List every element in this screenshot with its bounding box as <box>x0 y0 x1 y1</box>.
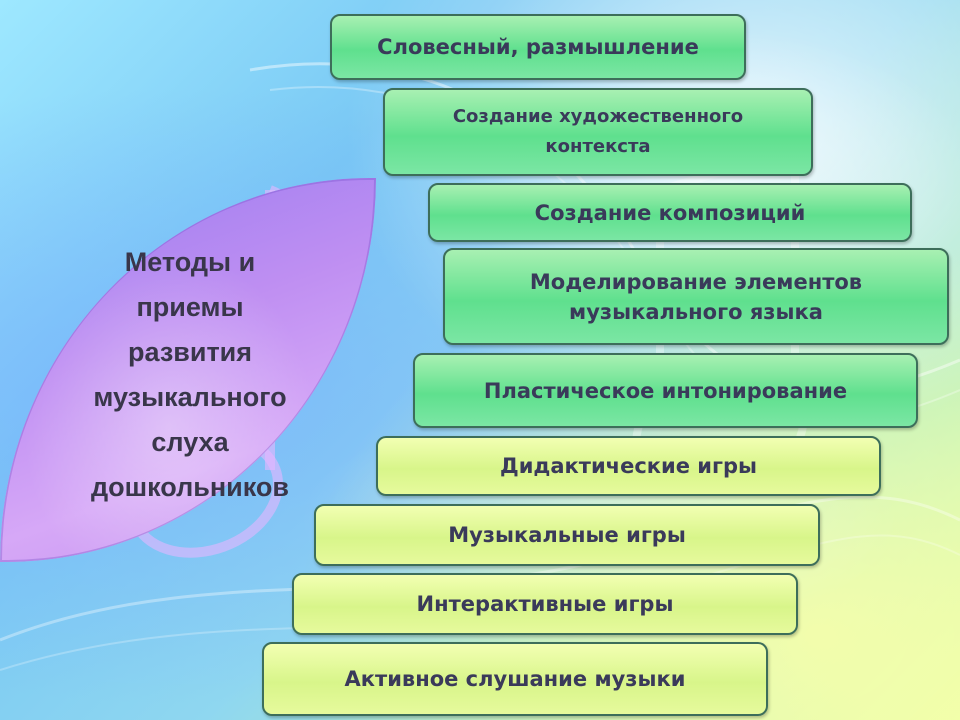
title-line: музыкального <box>93 382 287 412</box>
method-label: Активное слушание музыки <box>344 667 686 691</box>
method-label: Музыкальные игры <box>448 523 686 547</box>
method-label: Создание композиций <box>534 200 806 225</box>
method-box-verbal: Словесный, размышление <box>330 14 746 80</box>
method-box-interactive-games: Интерактивные игры <box>292 573 798 635</box>
method-box-composition: Создание композиций <box>428 183 912 242</box>
page-title: Методы и приемы развития музыкального сл… <box>40 240 340 510</box>
method-box-modeling: Моделирование элементов музыкального язы… <box>443 248 949 345</box>
method-box-plastic-intonation: Пластическое интонирование <box>413 353 918 428</box>
title-line: слуха <box>151 427 229 457</box>
method-box-music-games: Музыкальные игры <box>314 504 820 566</box>
title-line: Методы и <box>124 247 256 277</box>
method-label: Словесный, размышление <box>377 35 699 59</box>
method-label: Интерактивные игры <box>416 592 674 616</box>
method-box-didactic-games: Дидактические игры <box>376 436 881 496</box>
method-label: Пластическое интонирование <box>483 378 848 403</box>
method-label: Создание художественного контекста <box>452 106 744 157</box>
title-line: дошкольников <box>90 472 290 502</box>
method-label: Дидактические игры <box>499 454 758 478</box>
method-label: Моделирование элементов музыкального язы… <box>529 269 863 324</box>
title-line: развития <box>127 337 253 367</box>
title-line: приемы <box>136 292 244 322</box>
method-box-active-listening: Активное слушание музыки <box>262 642 768 716</box>
method-box-art-context: Создание художественного контекста <box>383 88 813 176</box>
